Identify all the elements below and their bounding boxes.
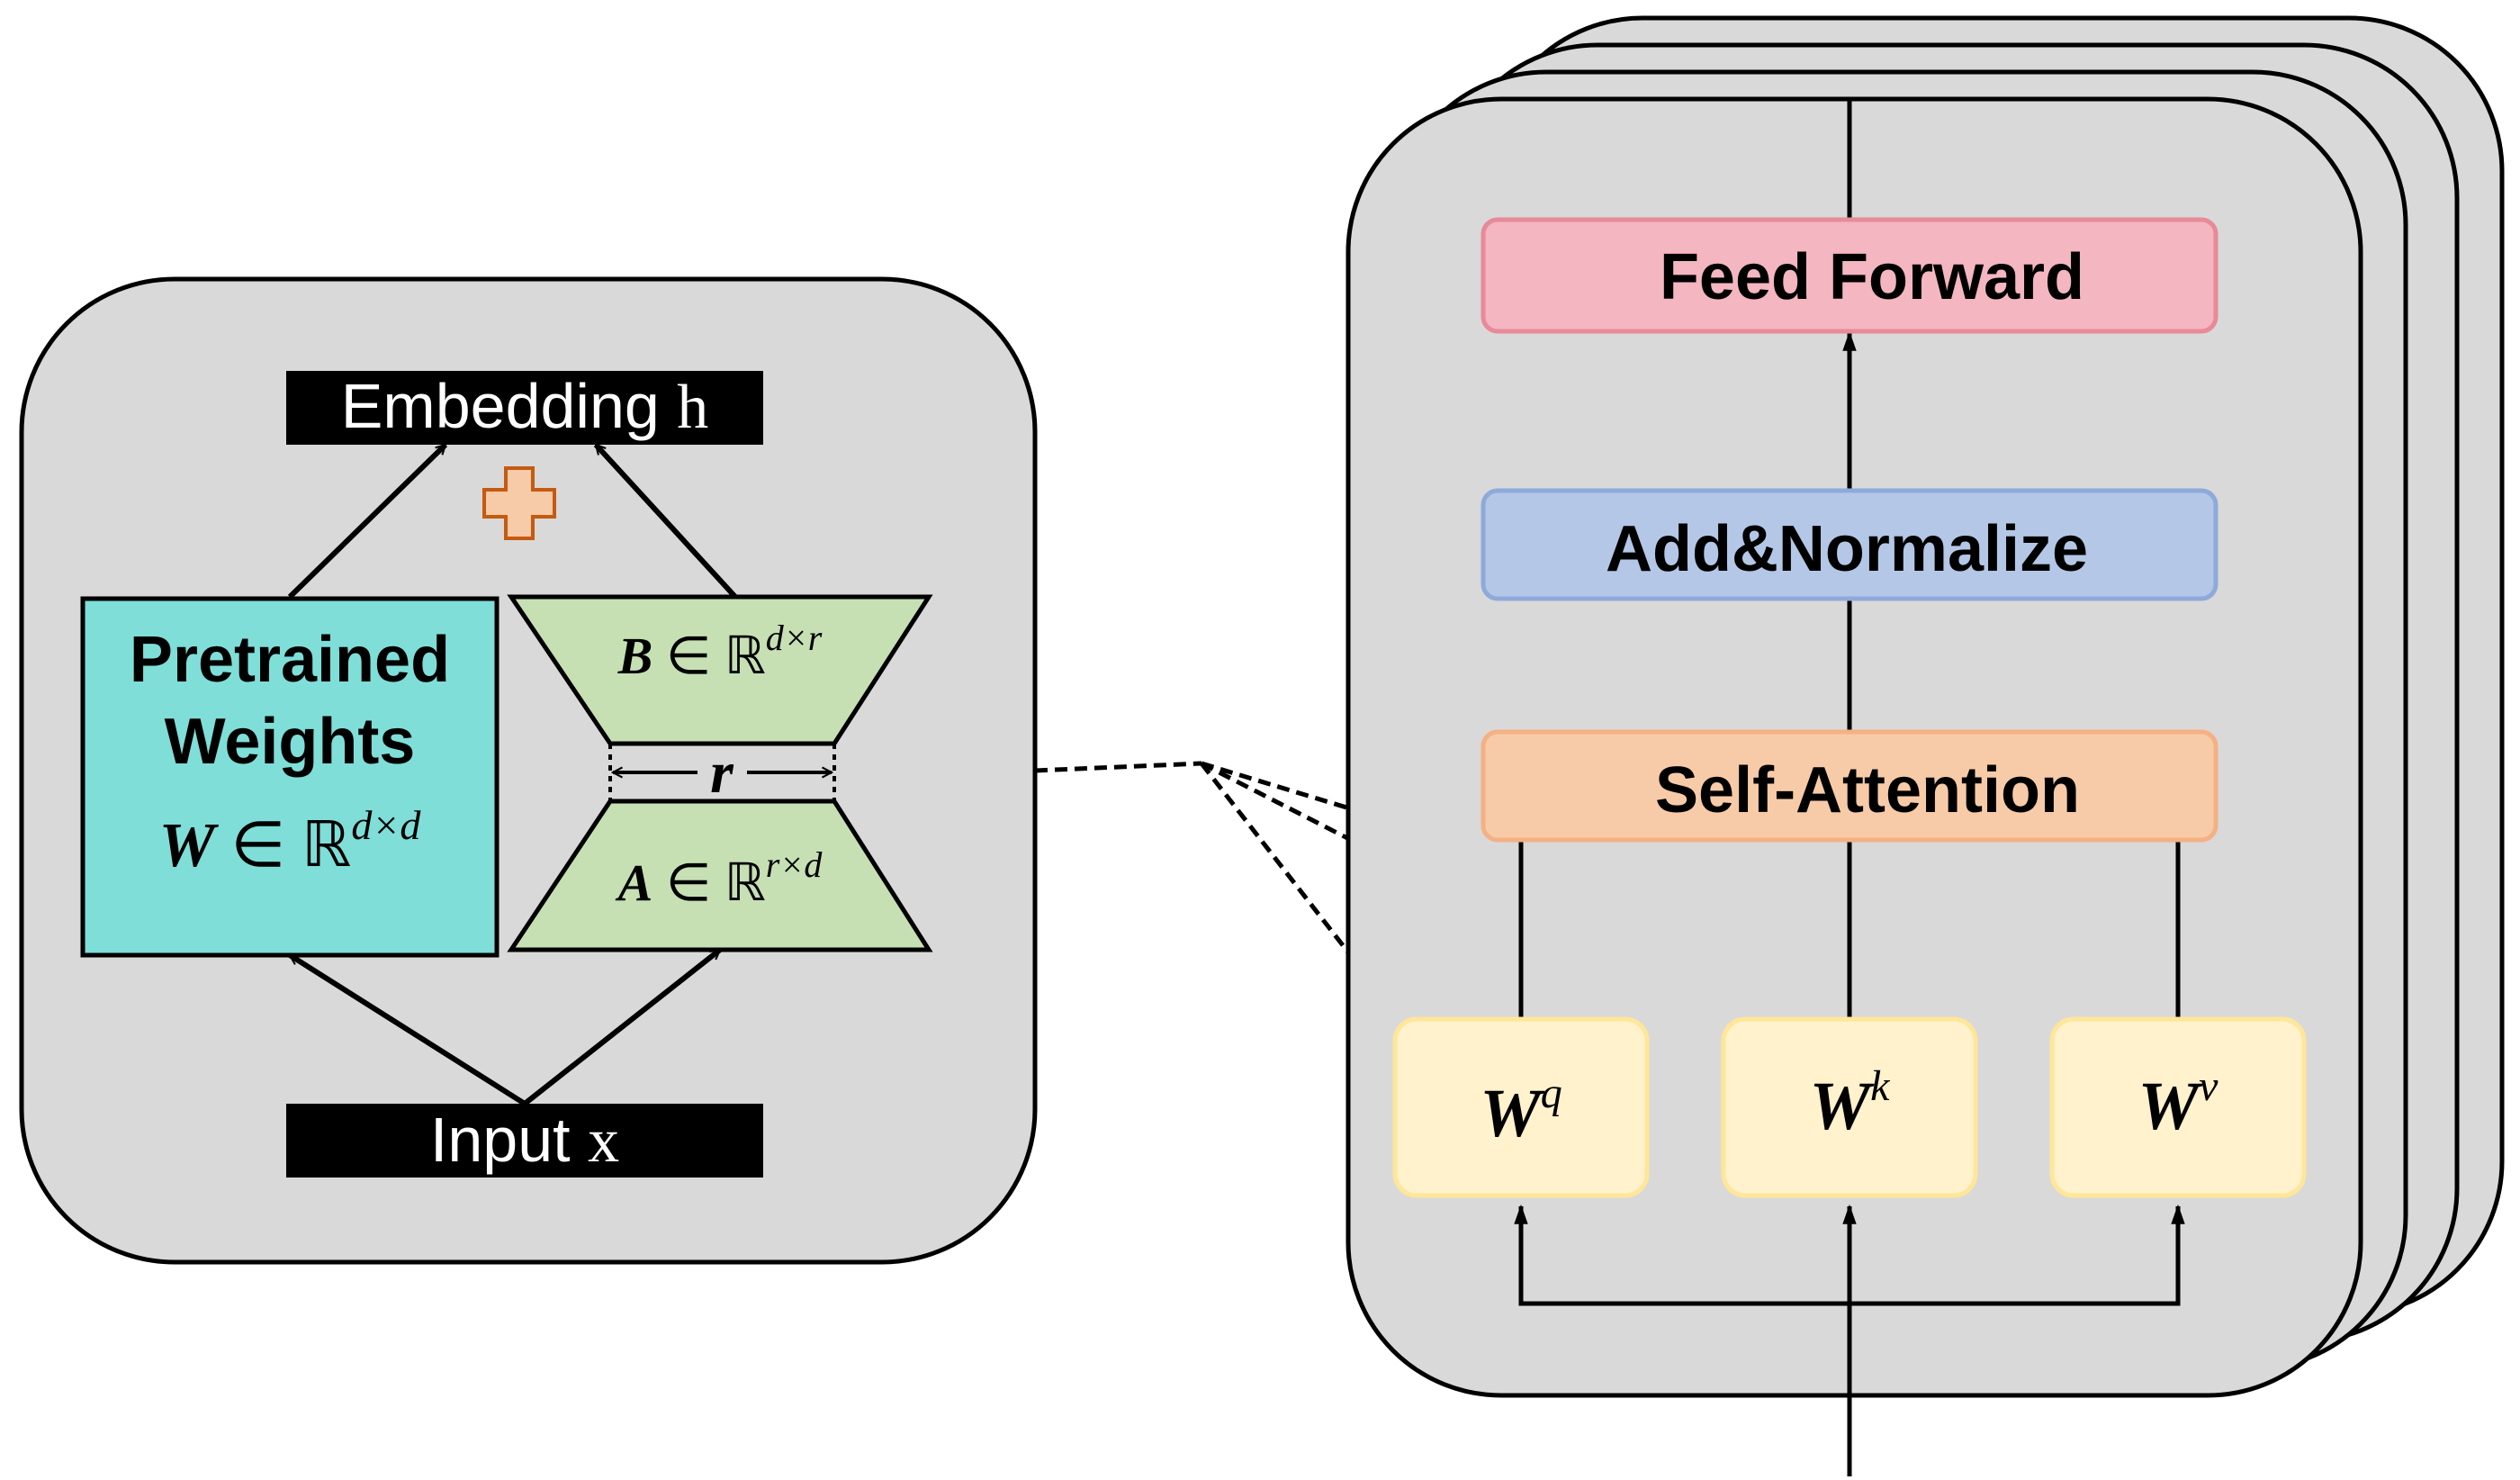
dashed-connector-wv — [1201, 761, 2062, 1027]
projection-wk-box — [1721, 1016, 1978, 1198]
pretrained-weights-formula: W ∈ ℝd×d — [159, 802, 422, 880]
embedding-output-box — [286, 371, 763, 445]
pretrained-weights-line1: Pretrained — [130, 624, 450, 696]
rank-bottleneck: r — [608, 740, 836, 806]
self-attention-label: Self-Attention — [1655, 754, 2080, 826]
arrow-matrix-b-to-embedding — [593, 442, 738, 600]
transformer-stack: Feed Forward Add&Normalize Self-Attentio… — [1346, 15, 2505, 1476]
lora-matrix-a — [507, 799, 933, 952]
lora-matrix-b-label: B ∈ ℝd×r — [617, 618, 823, 685]
projection-wq-box — [1392, 1016, 1650, 1198]
pretrained-weights-box — [80, 596, 500, 958]
feed-forward-block — [1480, 217, 2218, 334]
projection-wv-box — [2049, 1016, 2307, 1198]
input-box — [286, 1104, 763, 1178]
pretrained-weights-line2: Weights — [165, 706, 416, 778]
lora-matrix-a-label: A ∈ ℝr×d — [616, 844, 824, 912]
embedding-output-label: Embedding h — [341, 371, 709, 442]
input-label: Input x — [430, 1105, 619, 1176]
projection-wq: Wq — [1392, 1016, 1650, 1198]
add-normalize-block — [1480, 488, 2218, 601]
self-attention-block — [1480, 729, 2218, 843]
dashed-connector-wq — [1200, 762, 1404, 1024]
arrow-input-to-matrix-a — [523, 947, 722, 1106]
rank-label: r — [710, 740, 734, 806]
projection-wk-label: Wk — [1810, 1062, 1892, 1144]
plus-icon — [482, 466, 556, 540]
add-normalize-label: Add&Normalize — [1606, 513, 2088, 585]
projection-wk: Wk — [1721, 1016, 1978, 1198]
lora-panel: Embedding h Pretrained Weights W ∈ ℝd×d … — [19, 276, 1038, 1265]
arrow-pretrained-to-embedding — [287, 442, 448, 600]
feed-forward-label: Feed Forward — [1660, 241, 2084, 313]
arrow-input-to-pretrained — [290, 952, 526, 1106]
dashed-connector-main — [1034, 761, 1202, 773]
projection-wv: Wv — [2049, 1016, 2307, 1198]
projection-wq-label: Wq — [1480, 1069, 1562, 1151]
projection-wv-label: Wv — [2138, 1062, 2219, 1144]
